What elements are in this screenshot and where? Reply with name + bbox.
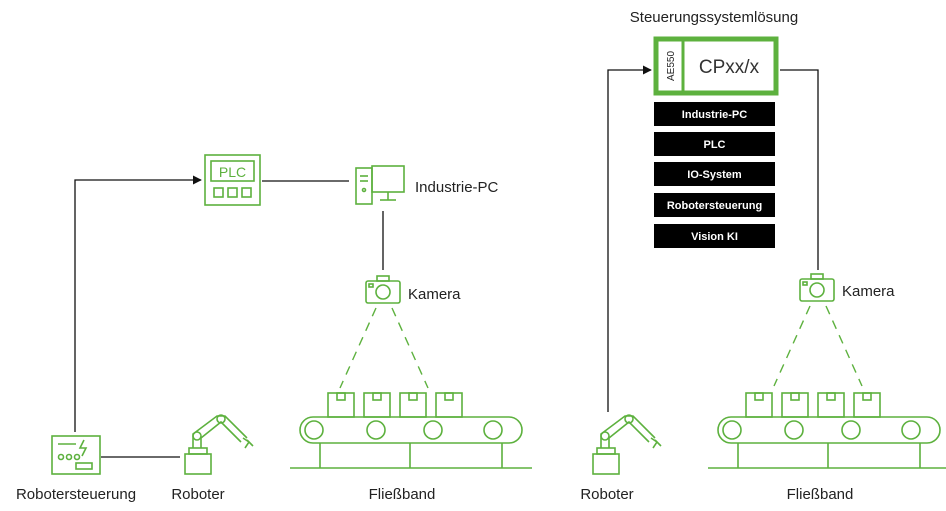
function-label-io-system: IO-System [687,169,742,181]
function-list: Industrie-PC PLC IO-System Robotersteuer… [654,102,775,248]
camera-view-line-left [773,305,811,387]
controller-device [653,36,779,96]
camera-icon [365,275,401,304]
function-box-robot-control [654,193,775,217]
robot-icon [184,414,254,475]
connection-robot-to-controller [607,65,652,412]
conveyor-label: Fließband [787,486,854,503]
camera-view-line-right [825,305,863,387]
right-diagram: Steuerungssystemlösung AE550 CPxx/x Indu… [580,9,946,503]
solution-title: Steuerungssystemlösung [630,9,798,26]
robot-icon [592,414,662,475]
camera-label: Kamera [842,283,895,300]
camera-icon [799,273,835,302]
function-box-plc [654,132,775,156]
connection-controller-to-plc [74,175,202,432]
camera-view-line-left [339,307,377,389]
function-box-industrial-pc [654,102,775,126]
function-label-robot-control: Robotersteuerung [667,200,762,212]
function-box-vision-ai [654,224,775,248]
function-box-io-system [654,162,775,186]
robot-label: Roboter [171,486,224,503]
robot-controller-label: Robotersteuerung [16,486,136,503]
industrial-pc-label: Industrie-PC [415,179,499,196]
plc-icon-label: PLC [219,164,246,180]
plc-icon [204,154,261,206]
function-label-vision-ai: Vision KI [691,231,738,243]
robot-label: Roboter [580,486,633,503]
function-label-plc: PLC [704,139,726,151]
left-diagram: PLC Industrie-PC Kamera Fließband [16,154,533,503]
controller-side-label: AE550 [666,51,677,81]
conveyor-icon [707,392,946,469]
camera-label: Kamera [408,286,461,303]
conveyor-label: Fließband [369,486,436,503]
conveyor-icon [289,392,533,469]
robot-controller-icon [51,435,101,475]
function-label-industrial-pc: Industrie-PC [682,109,747,121]
camera-view-line-right [391,307,429,389]
controller-model-label: CPxx/x [699,57,760,78]
connection-controller-to-camera [780,69,819,270]
industrial-pc-icon [355,165,405,205]
